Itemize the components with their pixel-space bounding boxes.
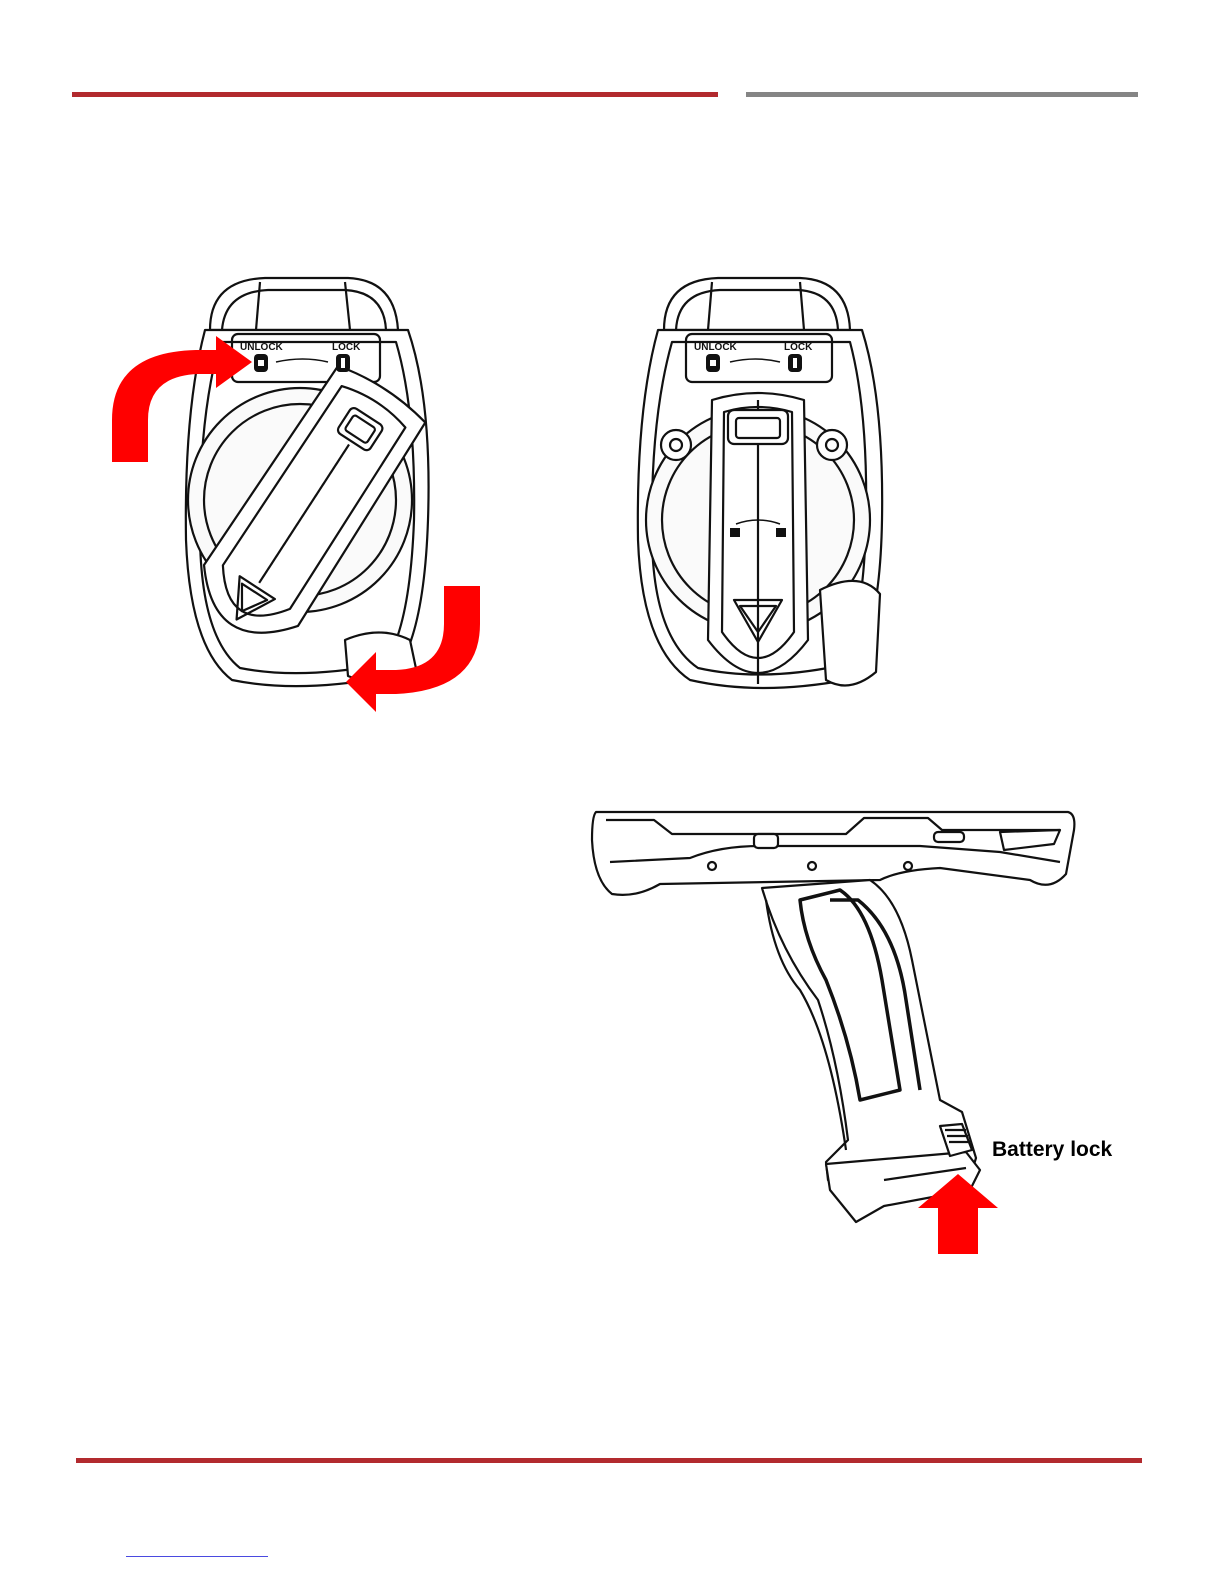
figure-handle-lock: UNLOCK LOCK — [630, 270, 890, 700]
lock-label: LOCK — [332, 342, 361, 353]
header-rule-gray — [746, 92, 1138, 97]
battery-lock-label: Battery lock — [992, 1138, 1112, 1162]
unlock-label: UNLOCK — [694, 342, 738, 353]
figure-battery-lock-side-view — [586, 800, 1086, 1260]
lock-label: LOCK — [784, 342, 813, 353]
header-rule-red — [72, 92, 718, 97]
footer-link-underline[interactable] — [126, 1556, 268, 1557]
footer-rule — [76, 1458, 1142, 1463]
figure-handle-unlock: UNLOCK LOCK — [100, 270, 500, 720]
unlock-label: UNLOCK — [240, 342, 284, 353]
